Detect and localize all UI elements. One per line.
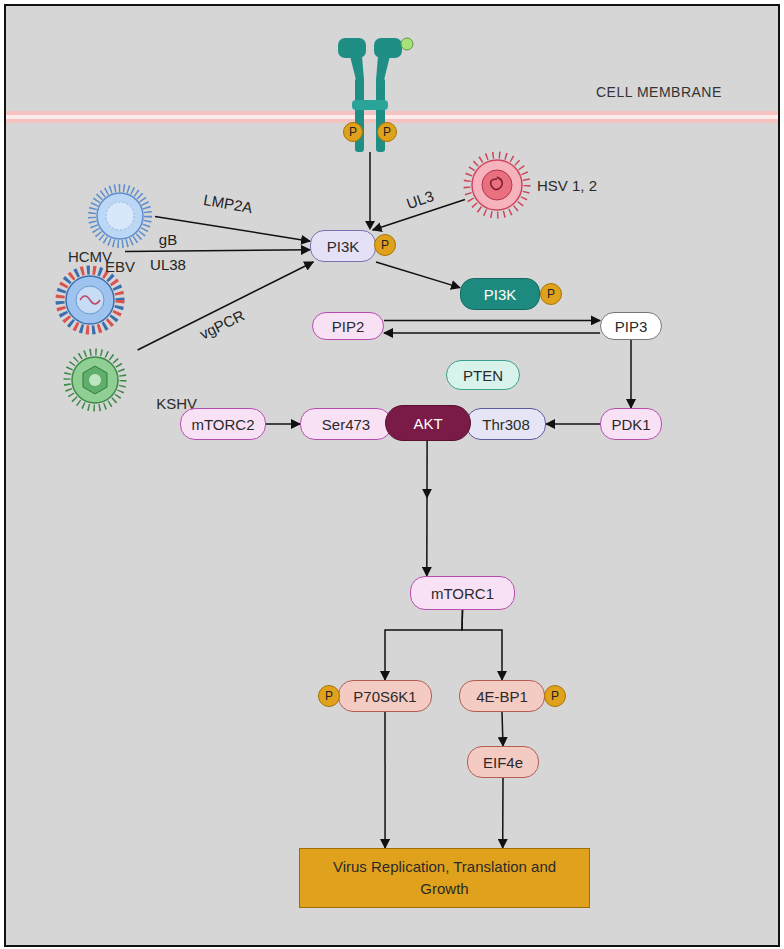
node-text: PIP2	[332, 318, 365, 335]
arrow-connector	[546, 423, 600, 425]
phospho-circle: P	[540, 283, 562, 305]
protein-box: PDK1	[600, 408, 662, 440]
membrane-core	[6, 115, 778, 119]
phospho-circle: P	[374, 234, 396, 256]
phospho-circle: P	[343, 122, 363, 142]
node-text: P	[381, 238, 389, 252]
virus-node: HCMV	[55, 248, 125, 336]
node-text: EIF4e	[483, 754, 523, 771]
arrow-connector	[385, 610, 463, 680]
protein-box: AKT	[385, 405, 471, 441]
arrow-connector	[384, 712, 386, 848]
node-text: P	[547, 287, 555, 301]
arrow-connector	[376, 262, 460, 288]
edge-label: gB UL38	[146, 227, 190, 277]
arrow-connector	[384, 320, 600, 322]
node-text: mTORC2	[191, 416, 254, 433]
virus-icon	[467, 155, 527, 215]
arrow-connector	[155, 217, 310, 242]
phospho-circle: P	[544, 685, 566, 707]
arrow-connector	[384, 332, 600, 334]
node-text: HSV 1, 2	[537, 177, 597, 194]
protein-box: EIF4e	[467, 746, 539, 778]
node-text: PTEN	[463, 367, 503, 384]
virus-node: HSV 1, 2	[465, 152, 597, 218]
protein-box: PI3K	[460, 278, 540, 310]
node-text: Thr308	[482, 416, 530, 433]
node-text: PI3K	[327, 238, 360, 255]
virus-icon	[67, 352, 123, 408]
membrane	[6, 111, 778, 123]
receptor-symbol	[338, 38, 413, 152]
protein-box: Ser473	[300, 408, 392, 440]
node-text: 4E-BP1	[476, 688, 528, 705]
node-text: PDK1	[611, 416, 650, 433]
node-text: P70S6K1	[353, 688, 416, 705]
node-text: mTORC1	[431, 585, 494, 602]
protein-box: PIP2	[312, 312, 384, 340]
edge-label: vgPCR	[187, 301, 257, 347]
arrow-connector	[630, 340, 632, 408]
arrow-connector	[125, 250, 310, 252]
phospho-circle: P	[377, 122, 397, 142]
protein-box: P70S6K1	[338, 680, 432, 712]
node-text: P	[551, 689, 559, 703]
edge-label: UL3	[394, 183, 447, 215]
node-text: HCMV	[68, 248, 112, 265]
node-text: Virus Replication, Translation and Growt…	[324, 856, 565, 900]
phospho-circle: P	[318, 685, 340, 707]
protein-box: 4E-BP1	[459, 680, 545, 712]
node-text: P	[349, 125, 357, 139]
virus-node: KSHV	[65, 350, 197, 412]
arrow-connector	[426, 441, 428, 576]
protein-box: PTEN	[446, 360, 520, 390]
arrow-connector	[138, 262, 314, 350]
frame	[4, 4, 780, 947]
arrow-connector	[502, 712, 503, 746]
virus-icon	[92, 188, 148, 244]
node-text: Ser473	[322, 416, 370, 433]
node-text: P	[325, 689, 333, 703]
protein-box: PIP3	[600, 312, 662, 340]
region-label: CELL MEMBRANE	[596, 84, 722, 100]
receptor-arrow	[365, 152, 375, 230]
protein-box: mTORC2	[180, 408, 266, 440]
protein-box: Virus Replication, Translation and Growt…	[299, 848, 590, 908]
node-text: AKT	[413, 415, 442, 432]
arrow-connector	[266, 423, 300, 425]
protein-box: Thr308	[466, 408, 546, 440]
protein-box: PI3K	[310, 230, 376, 262]
arrow-connector	[462, 610, 502, 680]
virus-icon	[60, 270, 120, 330]
node-text: P	[383, 125, 391, 139]
node-text: PIP3	[615, 318, 648, 335]
node-text: PI3K	[484, 286, 517, 303]
protein-box: mTORC1	[410, 576, 515, 610]
arrow-connector	[502, 778, 504, 848]
edge-label: LMP2A	[192, 189, 264, 218]
